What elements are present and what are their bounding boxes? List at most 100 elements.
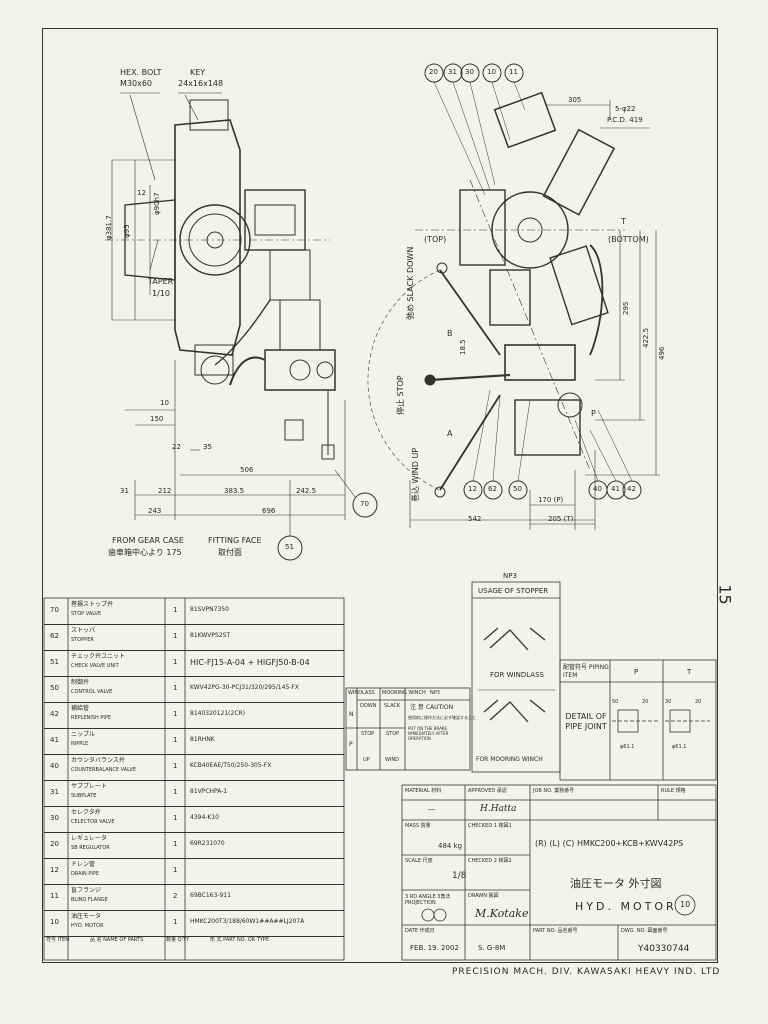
dim-212: 212 xyxy=(158,487,172,495)
dim-295: 295 xyxy=(622,301,630,315)
op-header-mooring: MOORING WINCH xyxy=(382,690,426,696)
dim-10: 10 xyxy=(160,399,169,407)
dim-383: 383.5 xyxy=(224,487,245,495)
parts-type: KCB40EAE/T50/250-305-FX xyxy=(190,762,272,769)
tb-approved-sig: H.Hatta xyxy=(480,804,517,814)
taper-ratio: 1/10 xyxy=(152,289,170,298)
balloon-31: 31 xyxy=(448,68,457,76)
op-cell-slack: SLACK xyxy=(384,703,401,709)
op-caution-en: PUT ON THE BRAKE IMMEDIATELY AFTER OPERA… xyxy=(408,726,449,741)
label-b: B xyxy=(447,329,453,338)
gear-case-note: FROM GEAR CASE xyxy=(112,536,184,545)
parts-item-number: 11 xyxy=(50,892,59,900)
parts-item-number: 20 xyxy=(50,840,59,848)
taper-label: TAPER xyxy=(148,277,174,286)
parts-type: 4394-K10 xyxy=(190,814,220,821)
op-caution-jp: 使用前に操作方法に必ず確認すること xyxy=(408,715,476,720)
piping-t-dim2: 20 xyxy=(695,699,702,705)
parts-name-en: STOP VALVE xyxy=(71,611,102,617)
parts-qty: 1 xyxy=(173,840,178,848)
tb-mass-label: MASS 質量 xyxy=(405,823,431,829)
tb-title-jp: 油圧モータ 外寸図 xyxy=(570,877,662,890)
label-p: P xyxy=(591,409,596,418)
np3-usage-title: USAGE OF STOPPER xyxy=(478,587,549,595)
op-cell-up: UP xyxy=(363,757,370,763)
parts-name-jp: 補給管 xyxy=(71,705,90,712)
label-t: T xyxy=(621,217,626,226)
np3-for-mooring: FOR MOORING WINCH xyxy=(476,756,543,763)
op-header-np3: NP3 xyxy=(430,690,440,696)
dim-pcd: P.C.D. 419 xyxy=(607,116,643,124)
label-wind-up: 巻込 WIND UP xyxy=(411,447,420,502)
op-table-box xyxy=(345,687,471,771)
tb-job-label: JOB NO. 業務番号 xyxy=(533,788,575,794)
parts-row-divider xyxy=(44,780,344,781)
parts-name-jp: ストッパ xyxy=(71,627,96,634)
parts-name-jp: サブプレート xyxy=(71,783,108,790)
parts-qty: 1 xyxy=(173,632,178,640)
parts-list-grid xyxy=(43,597,345,961)
parts-item-number: 12 xyxy=(50,866,59,874)
tb-projection-label: 3 RD ANGLE 3角法 PROJECTION xyxy=(405,894,451,906)
parts-name-jp: レギュレータ xyxy=(71,835,107,842)
hex-bolt-size: M30x60 xyxy=(120,79,152,88)
dim-150: 150 xyxy=(150,415,164,423)
parts-item-number: 42 xyxy=(50,710,59,718)
balloon-30: 30 xyxy=(465,68,474,76)
tb-checked2-label: CHECKED 2 検図2 xyxy=(468,858,512,864)
parts-item-number: 41 xyxy=(50,736,59,744)
piping-col-p: P xyxy=(634,668,639,676)
dim-d95: φ95 xyxy=(123,224,131,238)
hex-bolt-label: HEX. BOLT xyxy=(120,68,162,77)
drawing-frame xyxy=(42,28,718,963)
tb-rev: 10 xyxy=(680,900,691,909)
footer-company: PRECISION MACH. DIV. KAWASAKI HEAVY IND.… xyxy=(452,967,721,977)
parts-name-jp: チェック弁ユニット xyxy=(71,653,126,660)
left-dimensions xyxy=(111,92,346,520)
piping-detail-label: DETAIL OF PIPE JOINT xyxy=(565,712,607,732)
parts-qty: 1 xyxy=(173,606,178,614)
dim-d381: φ381.7 xyxy=(105,215,113,240)
balloon-40: 40 xyxy=(593,485,602,493)
dim-holes: 5-φ22 xyxy=(615,105,636,113)
piping-t-dim3: φ61.1 xyxy=(672,744,687,750)
dim-d90h7: φ90h7 xyxy=(153,192,161,215)
balloon-11: 11 xyxy=(509,68,518,76)
parts-name-en: CHECK VALVE UNIT xyxy=(71,663,119,669)
op-cell-wind: WIND xyxy=(385,757,400,763)
left-view-motor xyxy=(105,99,336,460)
right-view-motor xyxy=(415,91,625,498)
right-dimensions xyxy=(367,100,660,530)
parts-qty: 1 xyxy=(173,684,178,692)
parts-qty: 1 xyxy=(173,658,178,666)
parts-row-divider xyxy=(44,754,344,755)
parts-name-en: COUNTERBALANCE VALVE xyxy=(71,767,137,773)
np3-label: NP3 xyxy=(503,572,517,580)
parts-item-number: 70 xyxy=(50,606,59,614)
parts-name-jp: 油圧モータ xyxy=(71,913,102,920)
tb-dwg-label: DWG. NO. 図面番号 xyxy=(621,928,668,934)
balloon-70 xyxy=(352,492,378,518)
dim-22: 22 xyxy=(172,443,181,451)
fitting-face: FITTING FACE xyxy=(208,536,262,545)
parts-type: HIC-FJ15-A-04 + HIGFJ50-B-04 xyxy=(190,658,310,667)
parts-type: 81SVPN7350 xyxy=(190,606,229,613)
piping-header: 配管符号 PIPING ITEM xyxy=(563,664,609,679)
parts-type: 81RHNK xyxy=(190,736,215,743)
parts-type: HMKC200T3/188/60W1##A##LJ207A xyxy=(190,918,305,925)
op-header-windlass: WINDLASS xyxy=(348,690,375,696)
op-caution: 注 意 CAUTION xyxy=(410,704,454,711)
balloon-70-label: 70 xyxy=(360,500,369,508)
parts-item-number: 31 xyxy=(50,788,59,796)
parts-row-divider xyxy=(44,702,344,703)
tb-drawn-sig: M.Kotake xyxy=(475,907,529,920)
parts-qty: 1 xyxy=(173,788,178,796)
dim-243: 243 xyxy=(148,507,162,515)
dim-31: 31 xyxy=(120,487,129,495)
parts-row-divider xyxy=(44,936,344,937)
tb-approved-label: APPROVED 承認 xyxy=(468,788,507,794)
piping-p-dim2: 20 xyxy=(642,699,649,705)
label-bottom: (BOTTOM) xyxy=(608,235,649,244)
parts-item-number: 50 xyxy=(50,684,59,692)
